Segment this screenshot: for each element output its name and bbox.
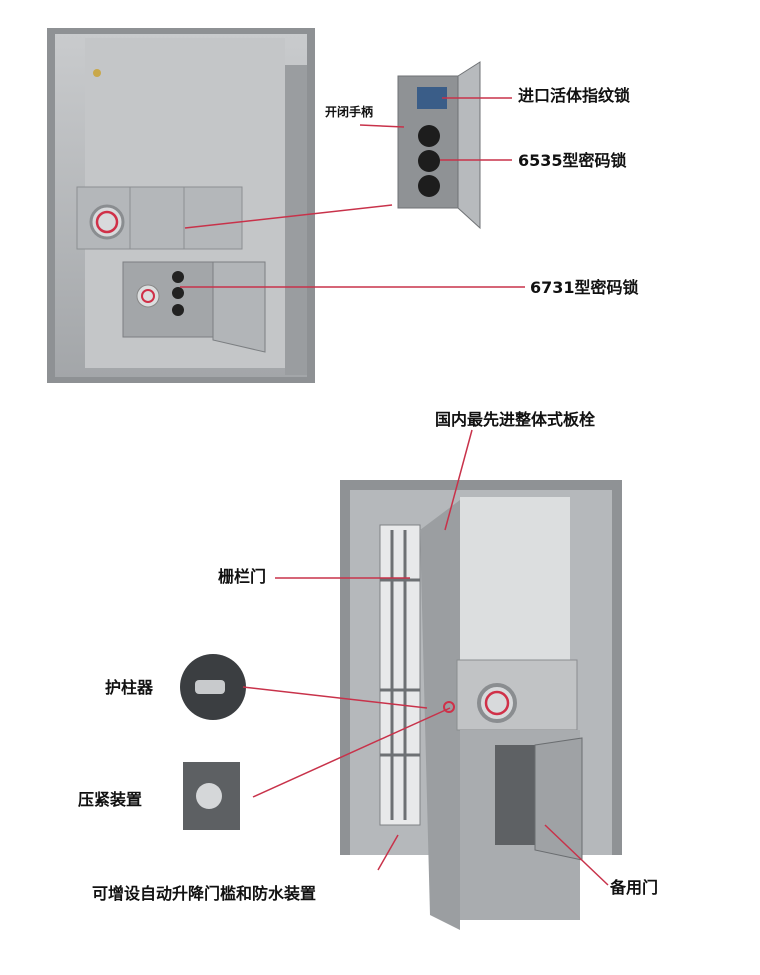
label-gate-door: 栅栏门 [218,567,267,586]
label-lock-6731: 6731型密码锁 [530,278,639,297]
bottom-vault-door [340,480,622,930]
top-vault-door [47,28,315,383]
lock-box-detail [397,61,481,230]
inset-compression [183,762,240,830]
label-threshold: 可增设自动升降门槛和防水装置 [92,884,317,903]
label-handle: 开闭手柄 [325,105,374,119]
leader-lines [180,97,609,886]
label-bolt: 国内最先进整体式板栓 [435,410,596,429]
label-backup-door: 备用门 [610,878,659,897]
label-compression: 压紧装置 [78,790,143,809]
label-column-guard: 护柱器 [105,678,154,697]
label-lock-6535: 6535型密码锁 [518,151,627,170]
inset-column-guard [180,654,246,720]
label-fingerprint-lock: 进口活体指纹锁 [518,86,631,105]
